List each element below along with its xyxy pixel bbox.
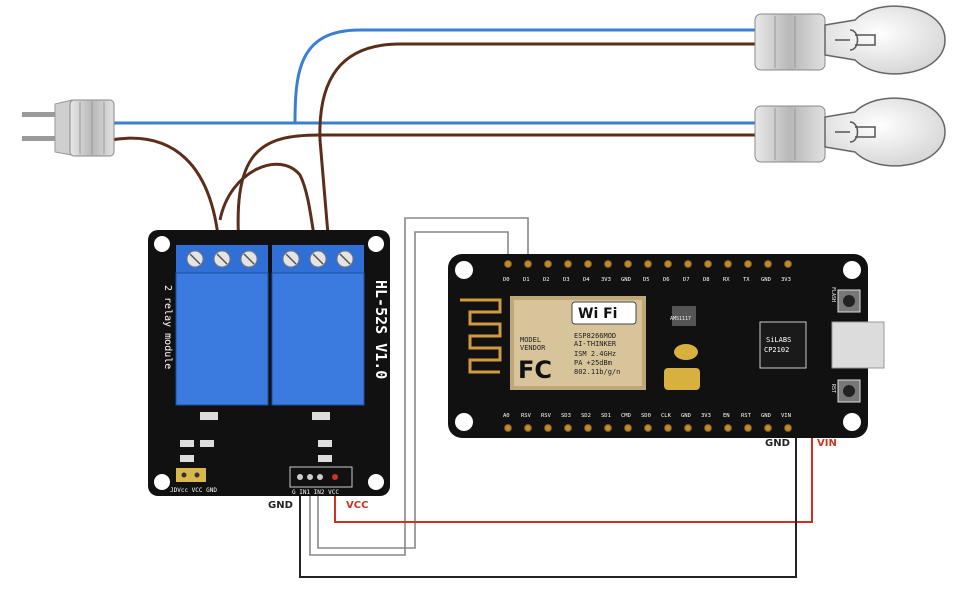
pin-label: RX [723, 277, 730, 283]
plug-prong-top [22, 112, 60, 117]
mains-wiring [109, 28, 760, 259]
relay-model-label: HL-52S V1.0 [372, 280, 390, 379]
pin-label: CLK [661, 413, 672, 419]
relay-module [148, 230, 390, 496]
mount-hole [154, 474, 170, 490]
pin-label: SD0 [641, 413, 651, 419]
pin-label: D2 [543, 277, 550, 283]
relay-vcc-label: VCC [346, 500, 368, 511]
usb-chip-model: CP2102 [764, 346, 789, 354]
brown-wire-plug [109, 136, 222, 259]
pin-label: RSV [541, 413, 552, 419]
bottom-pin-labels: A0 RSV RSV SD3 SD2 SD1 CMD SD0 CLK GND 3… [503, 413, 791, 419]
pin-label: 3V3 [601, 277, 611, 283]
pin-label: D7 [683, 277, 690, 283]
capacitor [674, 344, 698, 360]
brown-wire-bottom-bulb [236, 133, 760, 259]
rst-label: RST [830, 384, 836, 393]
pin-label: D8 [703, 277, 710, 283]
blue-wire-top-bulb [293, 28, 760, 124]
mount-hole [368, 474, 384, 490]
relay-gnd-label: GND [268, 500, 293, 511]
fcc-logo: FC [518, 356, 552, 384]
bottom-pin-row [504, 424, 792, 432]
nodemcu-board [448, 254, 885, 438]
in1-wire [309, 217, 529, 556]
mcu-gnd-label: GND [765, 438, 790, 449]
vendor-label: VENDOR [520, 344, 546, 352]
relay-2 [271, 272, 365, 406]
relay-description-label: 2 relay module [162, 285, 173, 369]
regulator [672, 306, 696, 326]
top-pin-labels: D0 D1 D2 D3 D4 3V3 GND D5 D6 D7 D8 RX TX… [503, 277, 791, 283]
micro-usb-port [831, 321, 885, 369]
power-text: PA +25dBm [574, 359, 612, 367]
wifi-logo: Wi Fi [578, 306, 617, 322]
pin-label: D3 [563, 277, 570, 283]
pin-label: RST [741, 413, 752, 419]
standard-text: 802.11b/g/n [574, 368, 620, 376]
mcu-vin-label: VIN [817, 438, 837, 449]
pin-label: CMD [621, 413, 631, 419]
pin-header-label: G IN1 IN2 VCC [292, 489, 339, 496]
pin-label: GND [761, 277, 771, 283]
pin-label: GND [761, 413, 771, 419]
in2-wire [317, 231, 509, 549]
mount-hole [368, 236, 384, 252]
power-plug [22, 99, 115, 157]
bulb-bottom [754, 97, 946, 167]
pin-label: D1 [523, 277, 530, 283]
pin-label: TX [743, 277, 750, 283]
vcc-wire [334, 432, 813, 523]
mount-hole [154, 236, 170, 252]
pin-label: D5 [643, 277, 650, 283]
cp2102-chip [759, 321, 807, 369]
pin-label: 3V3 [781, 277, 791, 283]
pin-label: GND [681, 413, 691, 419]
bulb-top [754, 5, 946, 75]
pin-label: D0 [503, 277, 510, 283]
flash-label: FLASH [830, 287, 836, 302]
module-name: ESP8266MOD [574, 332, 616, 340]
relay-1 [175, 272, 269, 406]
plug-prong-bottom [22, 136, 60, 141]
brown-wire-loop [218, 162, 320, 259]
model-label: MODEL [520, 336, 541, 344]
usb-chip-brand: SiLABS [766, 336, 791, 344]
band-text: ISM 2.4GHz [574, 350, 616, 358]
pin-label: VIN [781, 413, 791, 419]
pcb-antenna [460, 298, 502, 374]
pin-label: 3V3 [701, 413, 711, 419]
regulator-label: AMS1117 [670, 316, 691, 322]
vendor-name: AI-THINKER [574, 340, 617, 348]
pin-label: A0 [503, 413, 510, 419]
pin-label: D6 [663, 277, 670, 283]
pin-label: GND [621, 277, 631, 283]
pin-label: SD2 [581, 413, 591, 419]
pin-label: RSV [521, 413, 532, 419]
pin-label: EN [723, 413, 730, 419]
pin-label: D4 [583, 277, 590, 283]
signal-wiring [299, 217, 813, 578]
pin-label: SD3 [561, 413, 571, 419]
gnd-wire [299, 432, 797, 578]
top-pin-row [504, 260, 792, 268]
jumper [176, 468, 206, 482]
pin-label: SD1 [601, 413, 611, 419]
jumper-label: JDVcc VCC GND [170, 487, 217, 494]
brown-wire-top-bulb [318, 42, 760, 259]
